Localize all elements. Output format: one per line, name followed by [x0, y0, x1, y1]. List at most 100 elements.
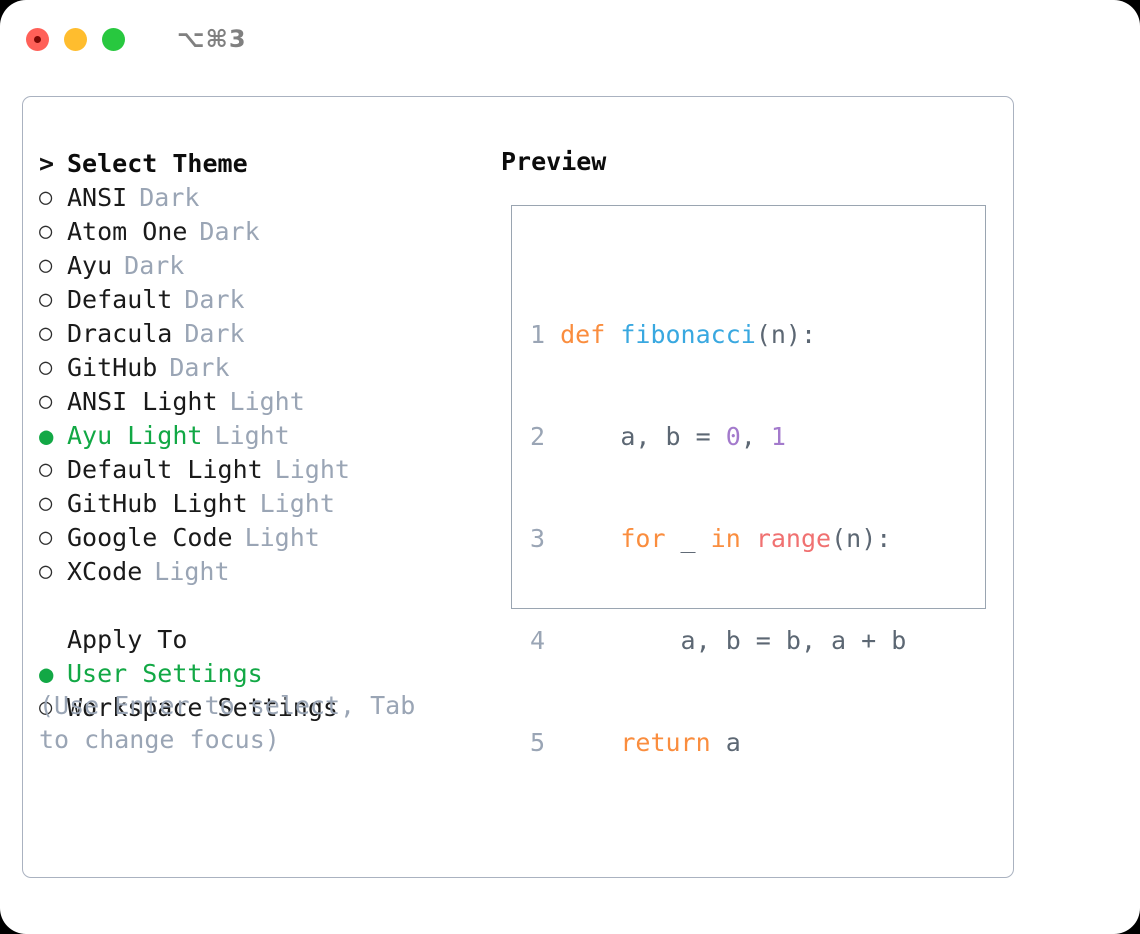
token-plain: ,	[740, 422, 771, 451]
theme-category-badge: Dark	[139, 183, 200, 212]
radio-icon[interactable]: ○	[39, 457, 53, 482]
theme-name: Ayu	[67, 251, 113, 280]
theme-option-ansi[interactable]: ○ ANSI Dark	[39, 181, 499, 215]
theme-category-badge: Dark	[184, 319, 245, 348]
radio-icon[interactable]: ○	[39, 491, 53, 516]
keyboard-hint-text: (Use Enter to select, Tab to change focu…	[39, 691, 416, 754]
radio-icon[interactable]: ○	[39, 185, 53, 210]
theme-name: Default Light	[67, 455, 263, 484]
page-title: Select Theme	[67, 149, 248, 178]
theme-list: > Select Theme ○ ANSI Dark ○ Atom One Da…	[39, 147, 499, 725]
theme-category-badge: Light	[244, 523, 320, 552]
token-plain: a, b =	[560, 422, 726, 451]
token-number: 1	[770, 422, 786, 451]
theme-name: ANSI Light	[67, 387, 218, 416]
token-keyword: def	[560, 320, 621, 349]
preview-heading: Preview	[501, 147, 607, 176]
theme-category-badge: Light	[229, 387, 305, 416]
apply-to-option-label: Workspace Settings	[67, 693, 338, 722]
token-plain	[560, 728, 620, 757]
token-number: 0	[725, 422, 741, 451]
theme-option-ansi-light[interactable]: ○ ANSI Light Light	[39, 385, 499, 419]
theme-name: Atom One	[67, 217, 188, 246]
token-plain: a	[710, 728, 741, 757]
theme-name: Google Code	[67, 523, 233, 552]
radio-icon[interactable]: ○	[39, 695, 53, 720]
code-line: 2 a, b = 0, 1	[530, 420, 936, 454]
token-plain: a, b = b, a + b	[560, 626, 907, 655]
radio-selected-icon[interactable]: ●	[39, 422, 54, 450]
radio-icon[interactable]: ○	[39, 219, 53, 244]
theme-option-default-light[interactable]: ○ Default Light Light	[39, 453, 499, 487]
theme-name: GitHub Light	[67, 489, 248, 518]
theme-option-ayu-light[interactable]: ● Ayu Light Light	[39, 419, 499, 453]
theme-name: ANSI	[67, 183, 128, 212]
code-line: 4 a, b = b, a + b	[530, 624, 936, 658]
close-icon[interactable]	[26, 27, 49, 51]
theme-name: XCode	[67, 557, 143, 586]
radio-icon[interactable]: ○	[39, 525, 53, 550]
theme-option-github[interactable]: ○ GitHub Dark	[39, 351, 499, 385]
token-function: fibonacci	[620, 320, 756, 349]
list-spacer	[39, 589, 499, 623]
line-number: 4	[530, 626, 546, 655]
caret-icon: >	[39, 149, 55, 178]
radio-icon[interactable]: ○	[39, 355, 53, 380]
token-plain: _	[665, 524, 711, 553]
apply-to-header: Apply To	[39, 623, 499, 657]
select-theme-header: > Select Theme	[39, 147, 499, 181]
theme-option-dracula[interactable]: ○ Dracula Dark	[39, 317, 499, 351]
theme-option-google-code[interactable]: ○ Google Code Light	[39, 521, 499, 555]
theme-selection-column: > Select Theme ○ ANSI Dark ○ Atom One Da…	[23, 97, 501, 877]
radio-selected-icon[interactable]: ●	[39, 660, 54, 688]
preview-code: 1 def fibonacci(n): 2 a, b = 0, 1 3 for …	[530, 250, 936, 934]
theme-category-badge: Light	[274, 455, 350, 484]
theme-name: Default	[67, 285, 173, 314]
apply-to-option-user-settings[interactable]: ● User Settings	[39, 657, 499, 691]
theme-name: GitHub	[67, 353, 158, 382]
token-builtin: range	[755, 524, 832, 553]
minimize-icon[interactable]	[64, 27, 87, 51]
theme-category-badge: Light	[259, 489, 335, 518]
token-plain	[560, 524, 620, 553]
line-number: 5	[530, 728, 546, 757]
keyboard-shortcut-label: ⌥⌘3	[177, 25, 247, 53]
radio-icon[interactable]: ○	[39, 389, 53, 414]
theme-option-github-light[interactable]: ○ GitHub Light Light	[39, 487, 499, 521]
theme-category-badge: Dark	[199, 217, 260, 246]
code-line: 1 def fibonacci(n):	[530, 318, 936, 352]
theme-option-atom-one[interactable]: ○ Atom One Dark	[39, 215, 499, 249]
title-bar: ⌥⌘3	[0, 0, 1140, 78]
theme-category-badge: Light	[214, 421, 290, 450]
radio-icon[interactable]: ○	[39, 253, 53, 278]
apply-to-label: Apply To	[67, 625, 188, 654]
token-keyword: return	[620, 728, 711, 757]
line-number: 3	[530, 524, 546, 553]
theme-option-ayu[interactable]: ○ Ayu Dark	[39, 249, 499, 283]
radio-icon[interactable]: ○	[39, 287, 53, 312]
window-controls	[26, 27, 125, 51]
apply-to-option-label: User Settings	[67, 659, 263, 688]
token-keyword: in	[710, 524, 741, 553]
theme-picker-card: > Select Theme ○ ANSI Dark ○ Atom One Da…	[22, 96, 1014, 878]
preview-box: 1 def fibonacci(n): 2 a, b = 0, 1 3 for …	[511, 205, 986, 757]
radio-icon[interactable]: ○	[39, 559, 53, 584]
theme-category-badge: Dark	[184, 285, 245, 314]
token-plain	[741, 524, 756, 553]
zoom-icon[interactable]	[102, 27, 125, 51]
code-blank-line	[530, 862, 936, 896]
theme-option-xcode[interactable]: ○ XCode Light	[39, 555, 499, 589]
theme-category-badge: Light	[154, 557, 230, 586]
token-keyword: for	[620, 524, 666, 553]
apply-to-option-workspace-settings[interactable]: ○ Workspace Settings	[39, 691, 499, 725]
line-number: 2	[530, 422, 546, 451]
radio-icon[interactable]: ○	[39, 321, 53, 346]
theme-option-default[interactable]: ○ Default Dark	[39, 283, 499, 317]
theme-name: Ayu Light	[67, 421, 203, 450]
line-number: 1	[530, 320, 546, 349]
theme-category-badge: Dark	[124, 251, 185, 280]
theme-name: Dracula	[67, 319, 173, 348]
code-line: 5 return a	[530, 726, 936, 760]
token-plain: (n):	[831, 524, 892, 553]
